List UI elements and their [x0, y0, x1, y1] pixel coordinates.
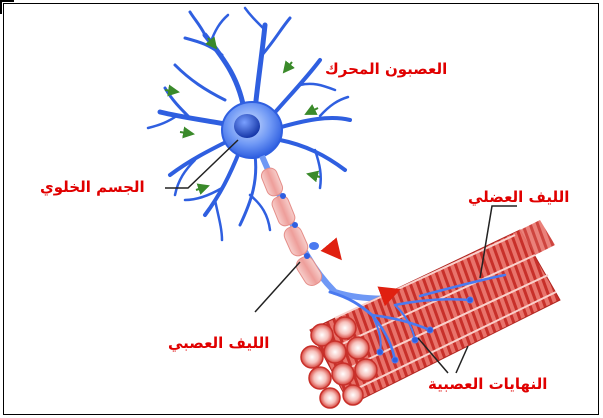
green-arrow [196, 186, 208, 190]
green-arrow [284, 62, 292, 72]
label-muscle-fiber: الليف العضلي [468, 190, 569, 205]
axon [259, 156, 420, 299]
cell-body-shape [222, 102, 282, 158]
nucleus [234, 114, 260, 138]
label-cell-body: الجسم الخلوي [40, 180, 145, 195]
label-nerve-endings: النهايات العصبية [428, 377, 547, 392]
green-arrow [308, 174, 320, 177]
nerve-fiber-pointer [255, 262, 300, 312]
red-arrow [330, 246, 340, 258]
label-nerve-fiber: الليف العصبي [168, 336, 269, 351]
impulse-arrows [330, 246, 398, 296]
label-motor-neuron: العصبون المحرك [325, 62, 447, 77]
green-arrow [306, 108, 318, 114]
green-arrow [180, 132, 193, 134]
